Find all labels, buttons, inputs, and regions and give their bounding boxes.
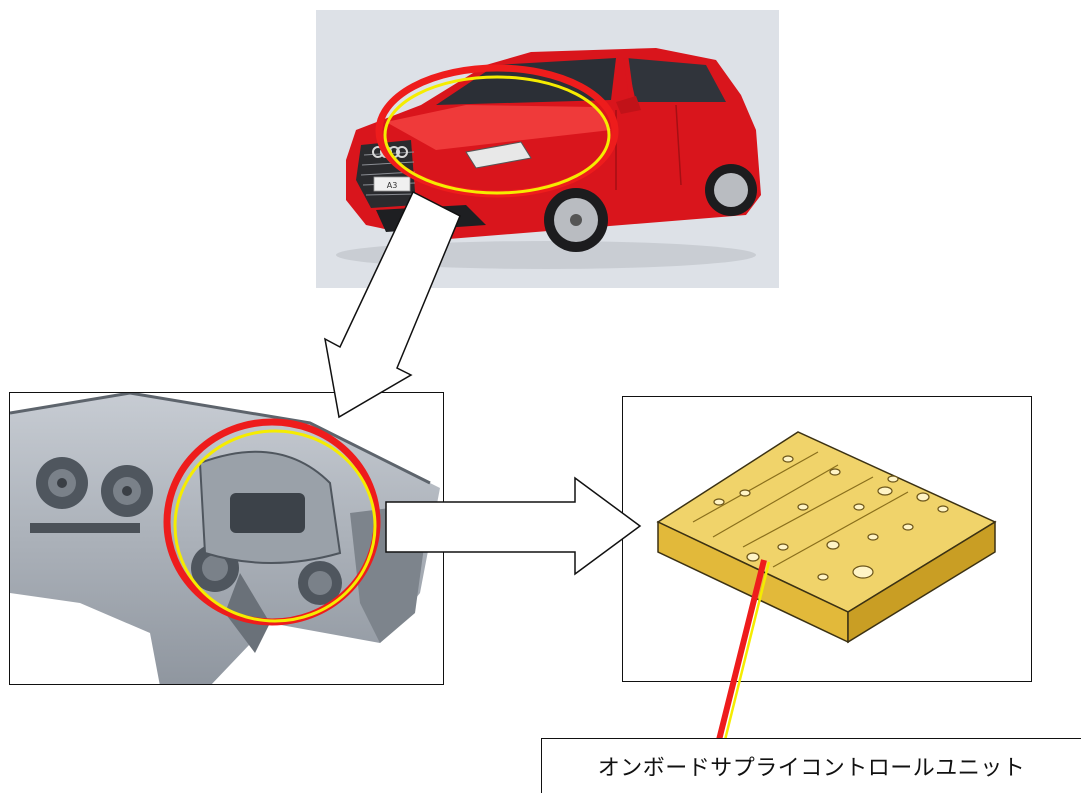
- highlight-ellipse-icon: [163, 418, 381, 626]
- highlight-ellipse-icon: [375, 64, 619, 198]
- arrow-icon: [323, 190, 461, 419]
- component-label: オンボードサプライコントロールユニット: [597, 756, 1026, 781]
- control-unit-illustration: [656, 431, 997, 644]
- plate-text: A3: [387, 181, 398, 190]
- component-label-box: オンボードサプライコントロールユニット: [541, 738, 1081, 793]
- control-unit-photo: [622, 396, 1032, 682]
- leader-line-icon: [716, 559, 771, 741]
- arrow-icon: [385, 476, 642, 576]
- dashboard-photo: [9, 392, 444, 685]
